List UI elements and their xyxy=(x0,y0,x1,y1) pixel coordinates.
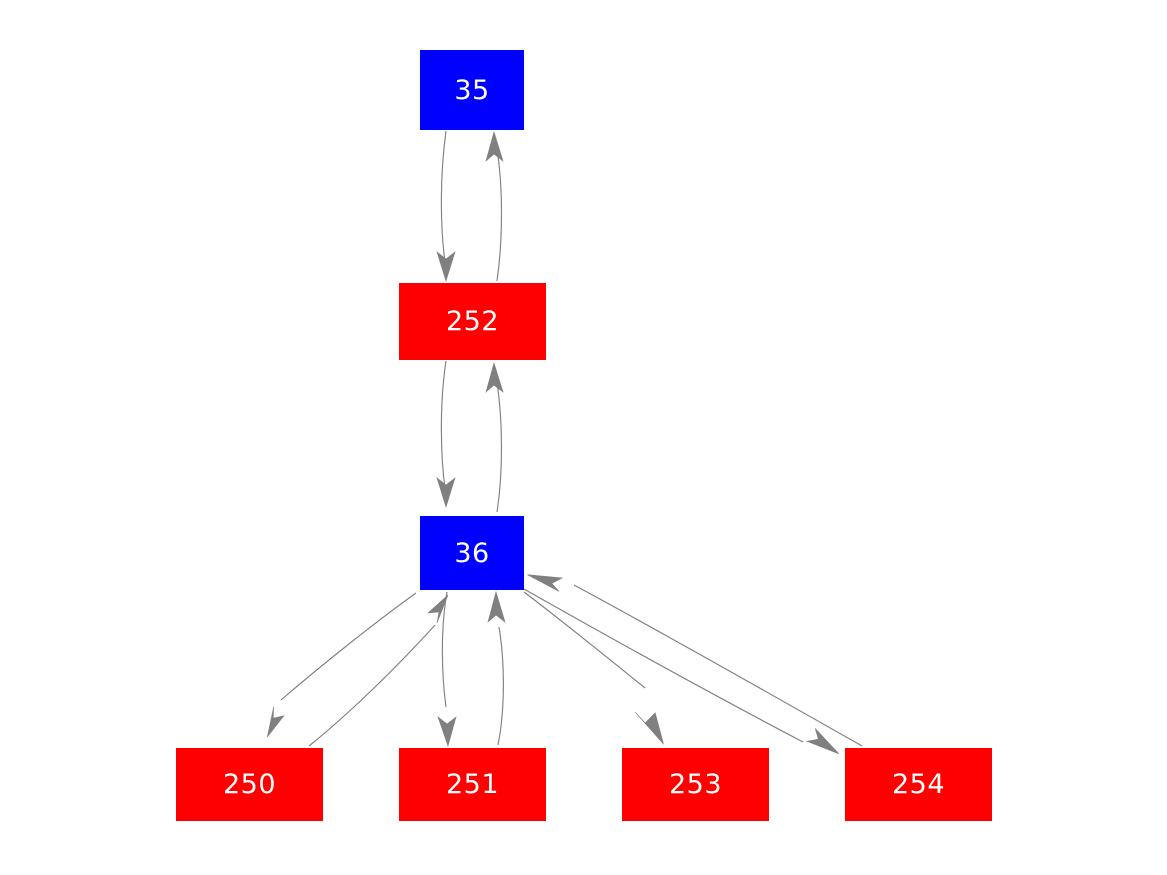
edge-36-to-250 xyxy=(267,592,417,738)
graph-node-250[interactable]: 250 xyxy=(176,748,323,821)
edge-36-to-254 xyxy=(523,588,840,755)
graph-node-35[interactable]: 35 xyxy=(420,50,524,130)
edge-35-to-252 xyxy=(436,130,456,283)
edge-252-to-36 xyxy=(436,360,456,509)
graph-node-36[interactable]: 36 xyxy=(420,516,524,590)
graph-node-253[interactable]: 253 xyxy=(622,748,769,821)
edge-36-to-252 xyxy=(485,361,504,513)
edge-251-to-36 xyxy=(487,590,506,746)
edge-36-to-253 xyxy=(523,591,664,745)
graph-node-252[interactable]: 252 xyxy=(399,283,546,360)
graph-node-251[interactable]: 251 xyxy=(399,748,546,821)
graph-node-254[interactable]: 254 xyxy=(845,748,992,821)
edge-36-to-251 xyxy=(437,591,457,748)
edge-254-to-36 xyxy=(527,574,863,747)
edge-250-to-36 xyxy=(308,594,449,747)
edge-252-to-35 xyxy=(485,130,504,282)
